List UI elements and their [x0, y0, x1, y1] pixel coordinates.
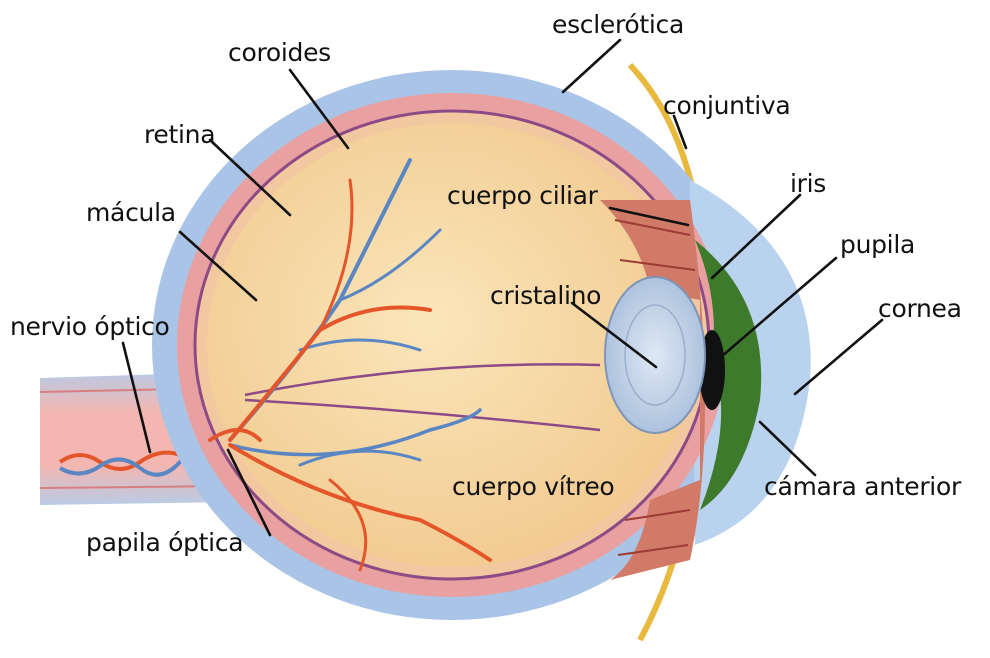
label-cristalino: cristalino: [490, 283, 601, 308]
label-papila-optica: papila óptica: [86, 530, 243, 555]
label-cuerpo-ciliar: cuerpo ciliar: [447, 183, 598, 208]
label-coroides: coroides: [228, 40, 331, 65]
label-nervio-optico: nervio óptico: [10, 314, 170, 339]
label-cuerpo-vitreo: cuerpo vítreo: [452, 474, 614, 499]
label-esclerotica: esclerótica: [552, 12, 684, 37]
lens-shape: [605, 277, 705, 433]
label-retina: retina: [144, 122, 215, 147]
label-cornea: cornea: [878, 296, 962, 321]
label-camara-anterior: cámara anterior: [764, 474, 961, 499]
label-macula: mácula: [86, 200, 176, 225]
label-pupila: pupila: [840, 232, 915, 257]
label-conjuntiva: conjuntiva: [663, 93, 790, 118]
label-iris: iris: [790, 171, 826, 196]
leader-esclerotica: [563, 40, 620, 92]
